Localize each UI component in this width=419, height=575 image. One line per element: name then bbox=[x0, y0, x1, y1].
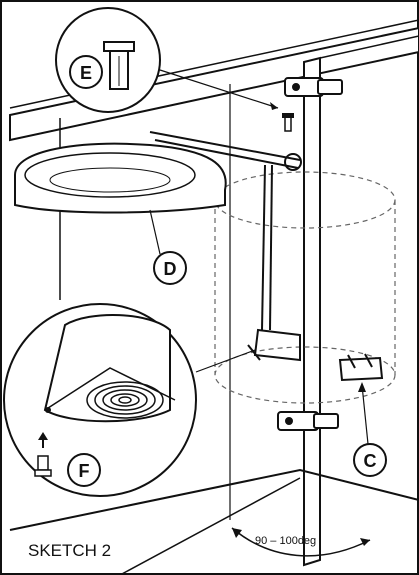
label-d: D bbox=[164, 259, 177, 279]
leader-c bbox=[361, 384, 369, 445]
angle-text: 90 – 100deg bbox=[255, 535, 316, 547]
floor-front-edge bbox=[119, 477, 301, 575]
callout-d: D bbox=[153, 251, 187, 285]
bracket-c bbox=[338, 353, 384, 382]
label-e: E bbox=[80, 63, 92, 83]
angle-arc bbox=[231, 527, 371, 557]
cabinet-floor bbox=[9, 468, 419, 531]
arrow-c bbox=[358, 382, 366, 392]
callout-c: C bbox=[353, 443, 387, 477]
callout-f-detail bbox=[3, 303, 197, 497]
leader-f-detail bbox=[195, 349, 256, 373]
screw bbox=[282, 113, 294, 132]
callout-f: F bbox=[67, 453, 101, 487]
leader-e bbox=[159, 69, 279, 109]
bolt-f bbox=[34, 432, 52, 477]
sketch-caption: SKETCH 2 bbox=[28, 541, 111, 560]
arrow-e bbox=[270, 102, 278, 110]
leader-d bbox=[149, 209, 161, 255]
vent-grille bbox=[86, 381, 164, 419]
door-top-line bbox=[319, 35, 419, 59]
angle-arrow-left bbox=[232, 528, 242, 538]
hinge-top bbox=[284, 77, 343, 97]
callout-e: E bbox=[55, 7, 161, 113]
label-c: C bbox=[364, 451, 377, 471]
label-f: F bbox=[79, 461, 90, 481]
swing-arm bbox=[149, 131, 302, 362]
hinge-bottom bbox=[277, 411, 339, 431]
lid-d bbox=[14, 142, 227, 214]
angle-arrow-right bbox=[360, 538, 370, 546]
cabinet-door-edge bbox=[303, 56, 321, 567]
